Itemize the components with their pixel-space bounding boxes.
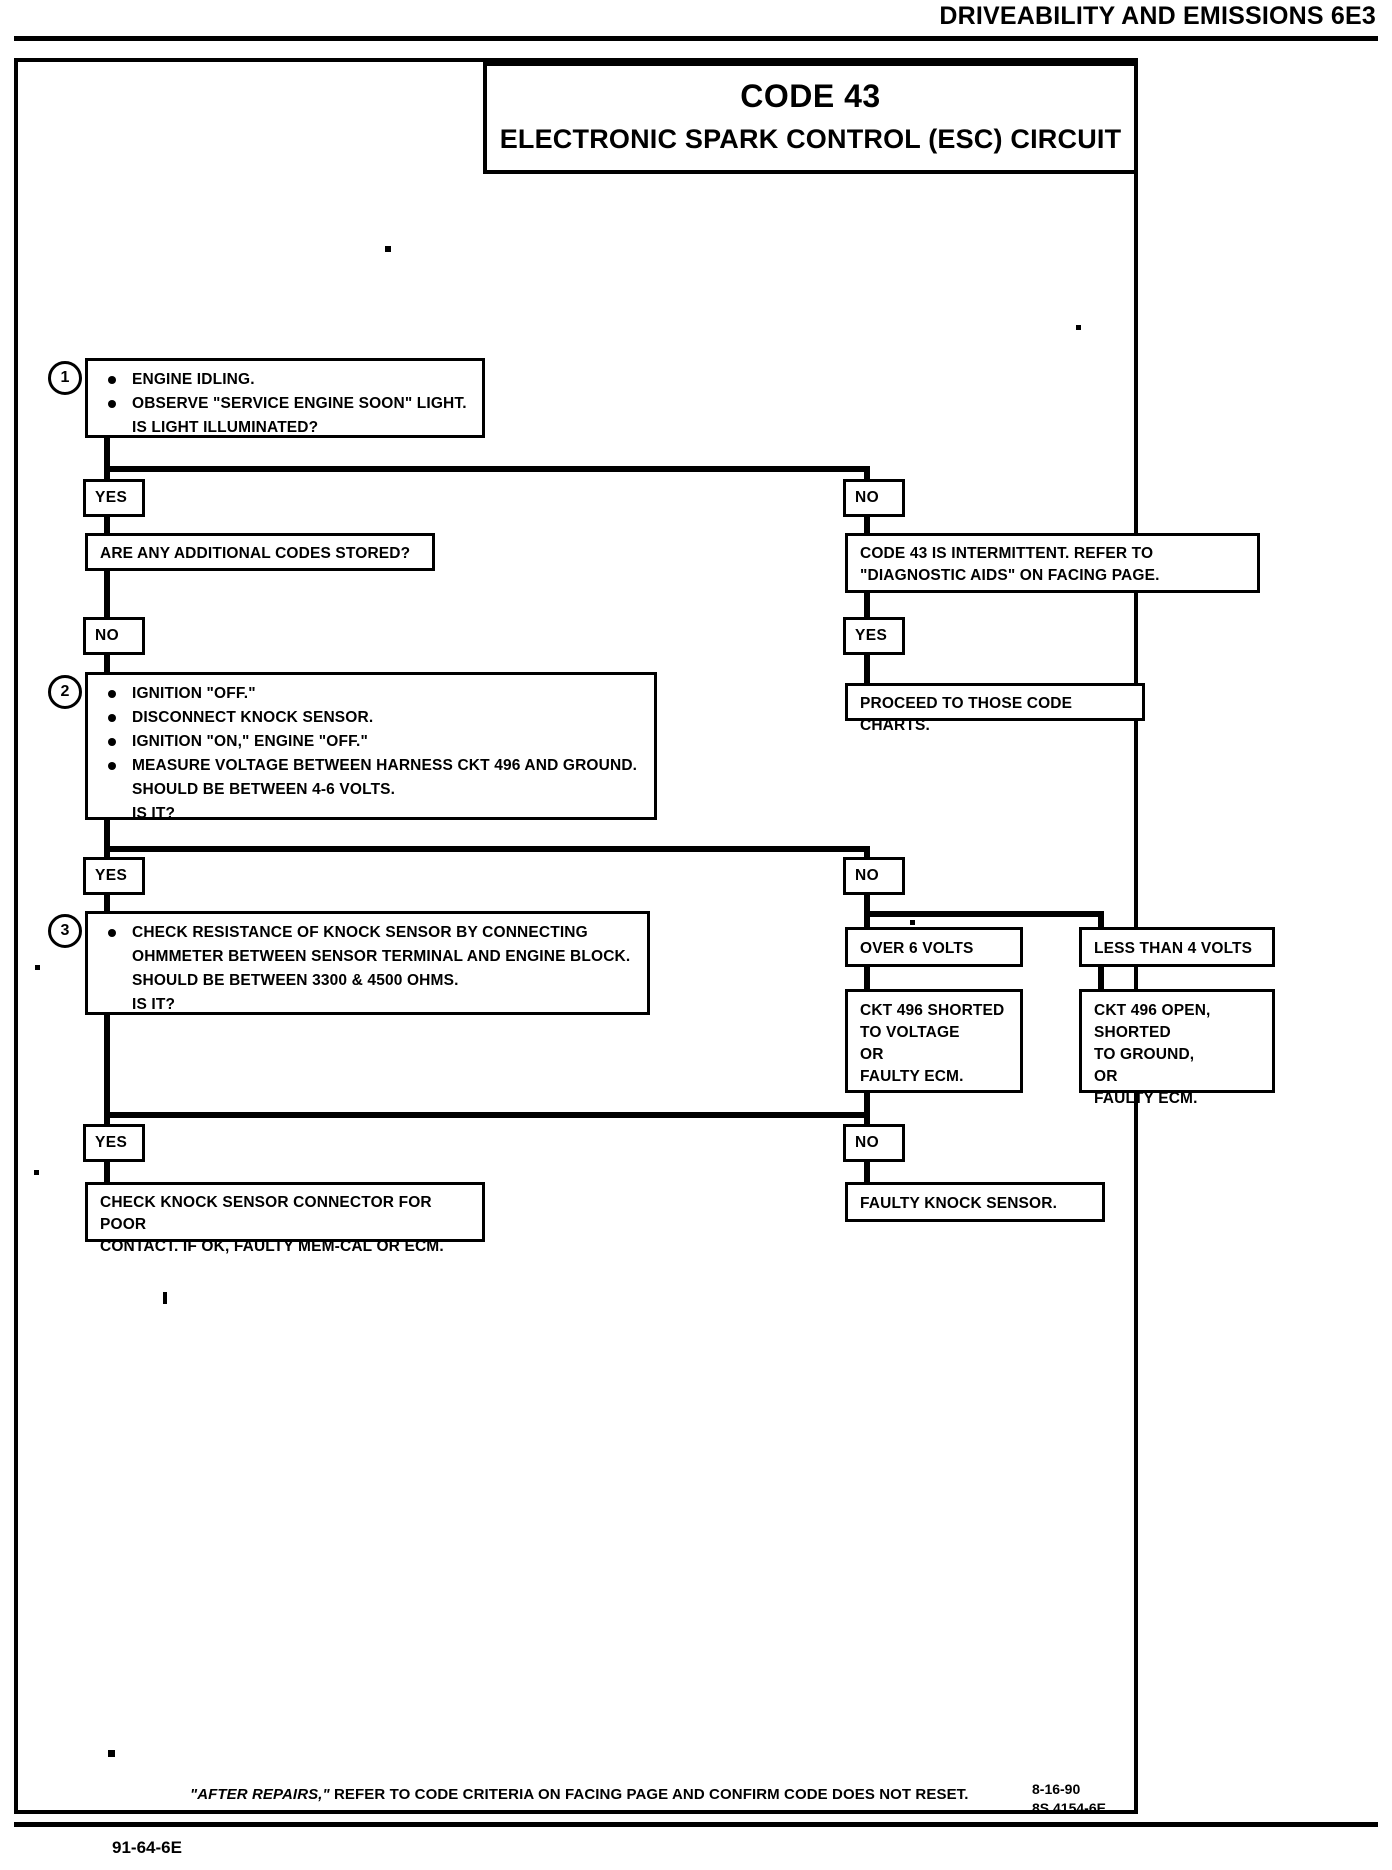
step-1-bullet-2: OBSERVE "SERVICE ENGINE SOON" LIGHT.	[100, 393, 470, 415]
step-3-line-2: OHMMETER BETWEEN SENSOR TERMINAL AND ENG…	[132, 948, 631, 965]
open-shorted-line-3: OR	[1094, 1068, 1118, 1085]
step-2-bullets: IGNITION "OFF." DISCONNECT KNOCK SENSOR.…	[100, 683, 642, 825]
footer-doc-id: 8S 4154-6E	[1032, 1799, 1106, 1816]
connector-less4-to-result	[1098, 967, 1104, 991]
additional-codes-box: ARE ANY ADDITIONAL CODES STORED?	[85, 533, 435, 571]
connector-codes-down	[104, 571, 110, 623]
step-1-box: ENGINE IDLING. OBSERVE "SERVICE ENGINE S…	[85, 358, 485, 438]
faulty-knock-sensor-box: FAULTY KNOCK SENSOR.	[845, 1182, 1105, 1222]
scan-speck-5	[35, 965, 40, 970]
connector-intermittent-down	[864, 593, 870, 623]
step-1-question: IS LIGHT ILLUMINATED?	[132, 419, 319, 436]
step-number-2: 2	[48, 675, 82, 709]
scan-speck-7	[910, 920, 915, 925]
footer-document-info: 8-16-90 8S 4154-6E	[1032, 1780, 1106, 1818]
shorted-voltage-line-2: TO VOLTAGE	[860, 1024, 960, 1041]
connector-voltage-split	[864, 911, 1104, 917]
connector-yes1-down	[104, 517, 110, 535]
shorted-to-voltage-box: CKT 496 SHORTED TO VOLTAGE OR FAULTY ECM…	[845, 989, 1023, 1093]
step-2-bullet-3: IGNITION "ON," ENGINE "OFF."	[100, 731, 642, 753]
connector-over6-to-result	[864, 967, 870, 991]
connector-step2-down	[104, 820, 110, 852]
scan-speck-4	[34, 1170, 39, 1175]
less-than-4-volts-box: LESS THAN 4 VOLTS	[1079, 927, 1275, 967]
circuit-subtitle: ELECTRONIC SPARK CONTROL (ESC) CIRCUIT	[499, 124, 1122, 154]
shorted-voltage-line-3: OR	[860, 1046, 884, 1063]
branch-tag-no-2: NO	[83, 617, 145, 655]
page-code: 91-64-6E	[112, 1838, 182, 1857]
step-2-box: IGNITION "OFF." DISCONNECT KNOCK SENSOR.…	[85, 672, 657, 822]
step-2-question: IS IT?	[132, 805, 176, 822]
step-number-3: 3	[48, 914, 82, 948]
connector-step3-down	[104, 1015, 110, 1118]
shorted-voltage-line-1: CKT 496 SHORTED	[860, 1002, 1005, 1019]
proceed-charts-box: PROCEED TO THOSE CODE CHARTS.	[845, 683, 1145, 734]
step-2-bullet-2: DISCONNECT KNOCK SENSOR.	[100, 707, 642, 729]
step-3-question: IS IT?	[132, 996, 176, 1013]
step-3-bullets: CHECK RESISTANCE OF KNOCK SENSOR BY CONN…	[100, 922, 635, 1016]
step-2-bullet-1: IGNITION "OFF."	[100, 683, 642, 705]
connector-step2-horizontal	[104, 846, 870, 852]
open-shorted-line-4: FAULTY ECM.	[1094, 1090, 1198, 1107]
connector-yes2-down	[864, 655, 870, 685]
page-header-title: DRIVEABILITY AND EMISSIONS 6E3	[939, 2, 1376, 30]
step-3-bullet-1: CHECK RESISTANCE OF KNOCK SENSOR BY CONN…	[100, 922, 635, 944]
branch-tag-no-1: NO	[843, 479, 905, 517]
step-3-box: CHECK RESISTANCE OF KNOCK SENSOR BY CONN…	[85, 911, 650, 1015]
code-title: CODE 43	[740, 78, 881, 114]
scan-speck-6	[108, 1750, 115, 1757]
intermittent-line-2: "DIAGNOSTIC AIDS" ON FACING PAGE.	[860, 567, 1160, 584]
connector-result-join	[864, 1093, 870, 1118]
after-repairs-rest: REFER TO CODE CRITERIA ON FACING PAGE AN…	[329, 1786, 969, 1803]
header-rule	[14, 36, 1378, 41]
after-repairs-italic: "AFTER REPAIRS,"	[190, 1786, 330, 1803]
scan-speck-3	[1076, 325, 1081, 330]
connector-yes3-down	[104, 895, 110, 917]
step-2-spec: SHOULD BE BETWEEN 4-6 VOLTS.	[132, 781, 396, 798]
after-repairs-note: "AFTER REPAIRS," REFER TO CODE CRITERIA …	[190, 1786, 969, 1803]
branch-tag-no-3: NO	[843, 857, 905, 895]
branch-tag-yes-1: YES	[83, 479, 145, 517]
over-6-volts-box: OVER 6 VOLTS	[845, 927, 1023, 967]
connector-step1-down	[104, 438, 110, 470]
footer-rule	[14, 1822, 1378, 1827]
shorted-voltage-line-4: FAULTY ECM.	[860, 1068, 964, 1085]
intermittent-box: CODE 43 IS INTERMITTENT. REFER TO "DIAGN…	[845, 533, 1260, 593]
connector-no4-down	[864, 1162, 870, 1184]
intermittent-line-1: CODE 43 IS INTERMITTENT. REFER TO	[860, 545, 1154, 562]
connector-step3-horizontal	[104, 1112, 870, 1118]
check-connector-box: CHECK KNOCK SENSOR CONNECTOR FOR POOR CO…	[85, 1182, 485, 1255]
step-3-spec: SHOULD BE BETWEEN 3300 & 4500 OHMS.	[132, 972, 459, 989]
connector-step1-horizontal	[104, 466, 870, 472]
connector-no2-down	[104, 655, 110, 677]
branch-tag-yes-2: YES	[843, 617, 905, 655]
open-shorted-line-1: CKT 496 OPEN, SHORTED	[1094, 1002, 1211, 1041]
check-connector-line-1: CHECK KNOCK SENSOR CONNECTOR FOR POOR	[100, 1194, 432, 1233]
connector-yes4-down	[104, 1162, 110, 1184]
open-shorted-ground-box: CKT 496 OPEN, SHORTED TO GROUND, OR FAUL…	[1079, 989, 1275, 1107]
step-number-1: 1	[48, 361, 82, 395]
connector-no1-down	[864, 517, 870, 535]
check-connector-line-2: CONTACT. IF OK, FAULTY MEM-CAL OR ECM.	[100, 1238, 444, 1255]
connector-less4-down	[1098, 911, 1104, 929]
branch-tag-yes-4: YES	[83, 1124, 145, 1162]
connector-no3-down	[864, 895, 870, 917]
step-2-bullet-4: MEASURE VOLTAGE BETWEEN HARNESS CKT 496 …	[100, 755, 642, 777]
scan-speck-2	[385, 246, 391, 252]
scan-speck-1	[163, 1292, 167, 1304]
step-1-bullet-1: ENGINE IDLING.	[100, 369, 470, 391]
open-shorted-line-2: TO GROUND,	[1094, 1046, 1195, 1063]
title-block: CODE 43 ELECTRONIC SPARK CONTROL (ESC) C…	[483, 62, 1138, 174]
footer-date-value: 8-16-90	[1032, 1781, 1081, 1797]
step-1-bullets: ENGINE IDLING. OBSERVE "SERVICE ENGINE S…	[100, 369, 470, 439]
branch-tag-no-4: NO	[843, 1124, 905, 1162]
branch-tag-yes-3: YES	[83, 857, 145, 895]
connector-over6-down	[864, 911, 870, 929]
